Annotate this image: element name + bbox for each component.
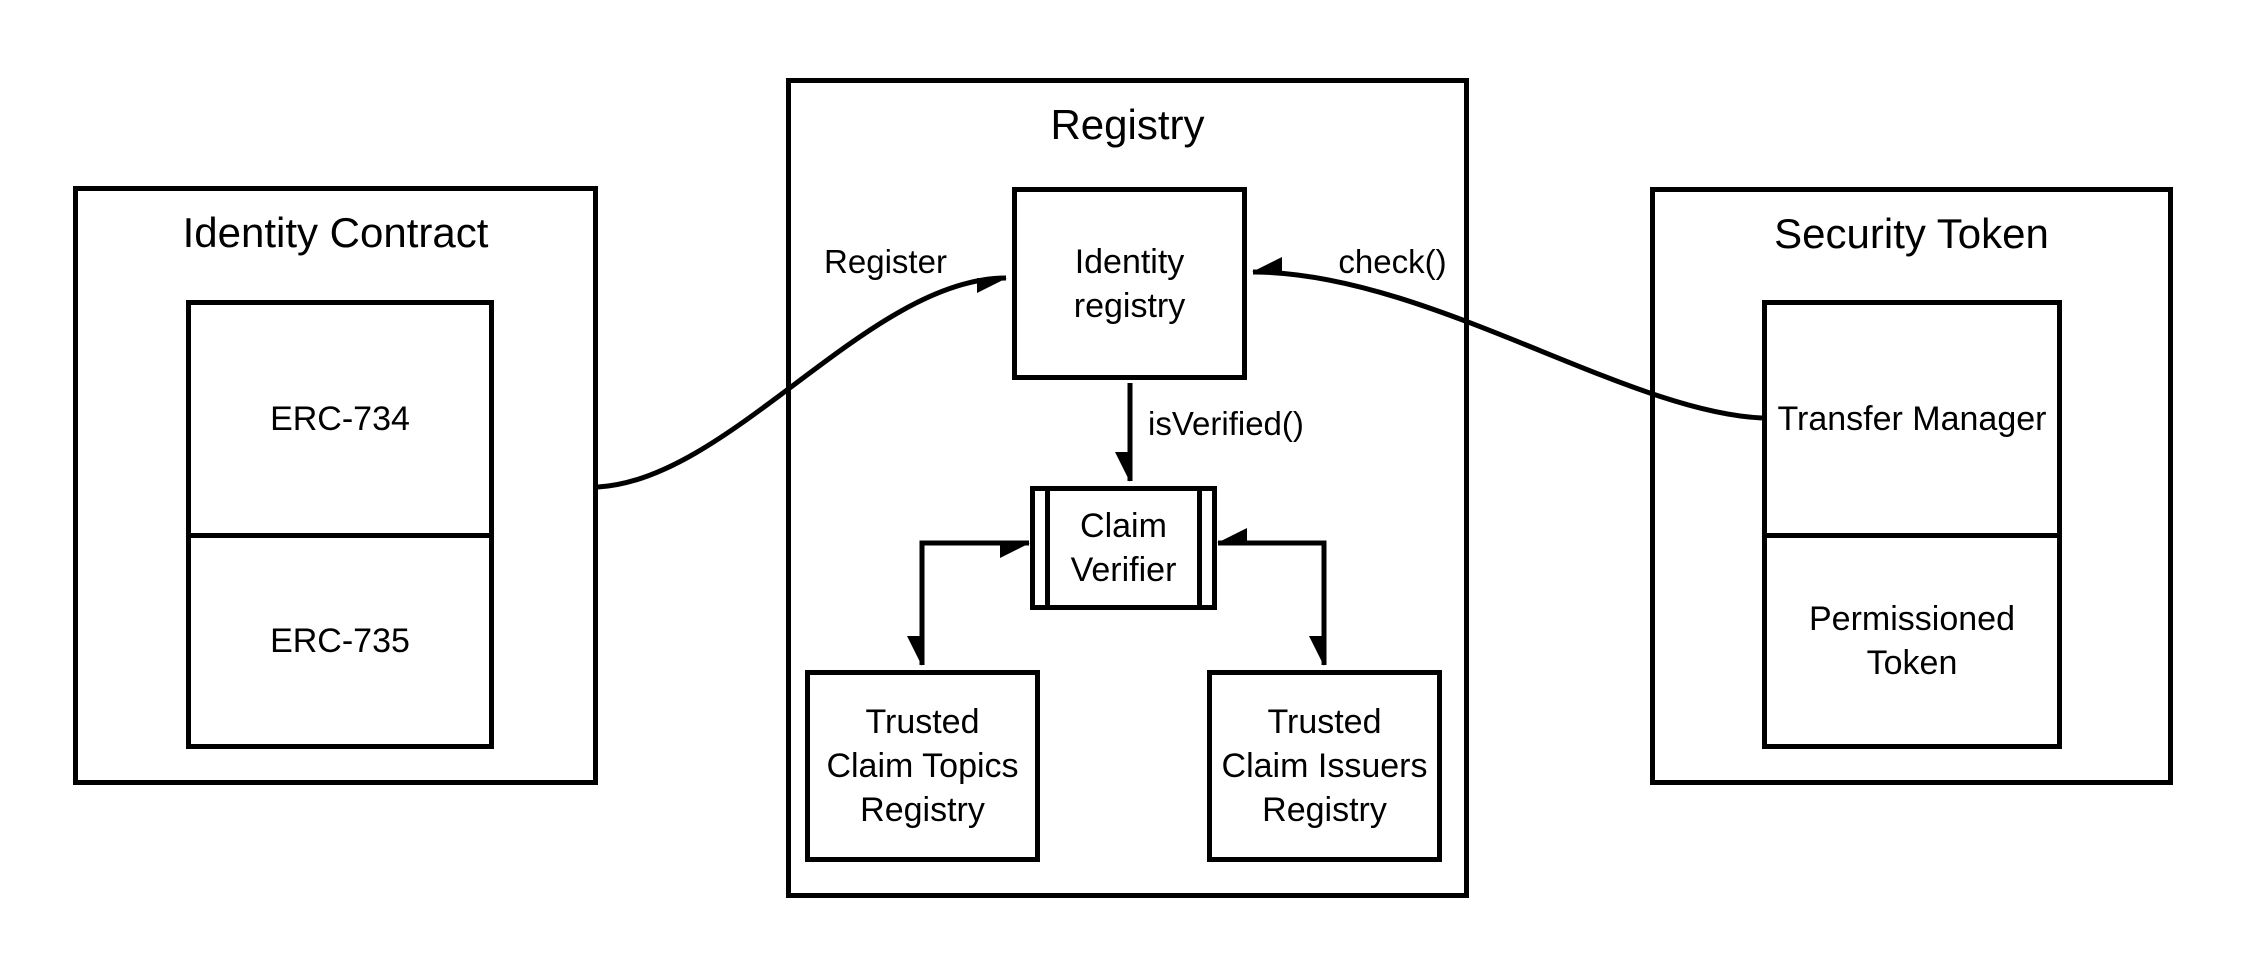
identity-registry-label: Identity registry xyxy=(1073,242,1186,325)
registry-box: Registry xyxy=(786,78,1469,898)
transfer-manager-box: Transfer Manager xyxy=(1767,305,2057,533)
claim-verifier-label: Claim Verifier xyxy=(1070,507,1177,589)
security-token-box: Security Token xyxy=(1650,187,2173,785)
erc-734-label: ERC-734 xyxy=(270,400,410,438)
check-label: check() xyxy=(1338,243,1447,280)
claim-verifier-box: Claim Verifier xyxy=(1030,486,1217,610)
erc-735-label: ERC-735 xyxy=(270,622,410,660)
erc-734-box: ERC-734 xyxy=(191,305,489,533)
trusted-claim-issuers-box: Trusted Claim Issuers Registry xyxy=(1207,670,1442,862)
double-line-left xyxy=(1045,491,1050,605)
identity-registry-box: Identity registry xyxy=(1012,187,1247,380)
token-stack: Transfer Manager Permissioned Token xyxy=(1762,300,2062,749)
erc-stack: ERC-734 ERC-735 xyxy=(186,300,494,749)
trusted-claim-topics-label: Trusted Claim Topics Registry xyxy=(826,703,1019,829)
security-token-title: Security Token xyxy=(1774,210,2049,257)
isverified-label: isVerified() xyxy=(1148,405,1304,442)
erc-735-box: ERC-735 xyxy=(191,533,489,744)
transfer-manager-label: Transfer Manager xyxy=(1777,400,2047,438)
double-line-right xyxy=(1197,491,1202,605)
permissioned-token-box: Permissioned Token xyxy=(1767,533,2057,744)
register-label: Register xyxy=(824,243,947,280)
trusted-claim-topics-box: Trusted Claim Topics Registry xyxy=(805,670,1040,862)
identity-contract-title: Identity Contract xyxy=(182,209,489,256)
trusted-claim-issuers-label: Trusted Claim Issuers Registry xyxy=(1221,703,1428,829)
permissioned-token-label: Permissioned Token xyxy=(1809,600,2015,682)
identity-contract-box: Identity Contract xyxy=(73,186,598,785)
registry-title: Registry xyxy=(1050,101,1205,148)
